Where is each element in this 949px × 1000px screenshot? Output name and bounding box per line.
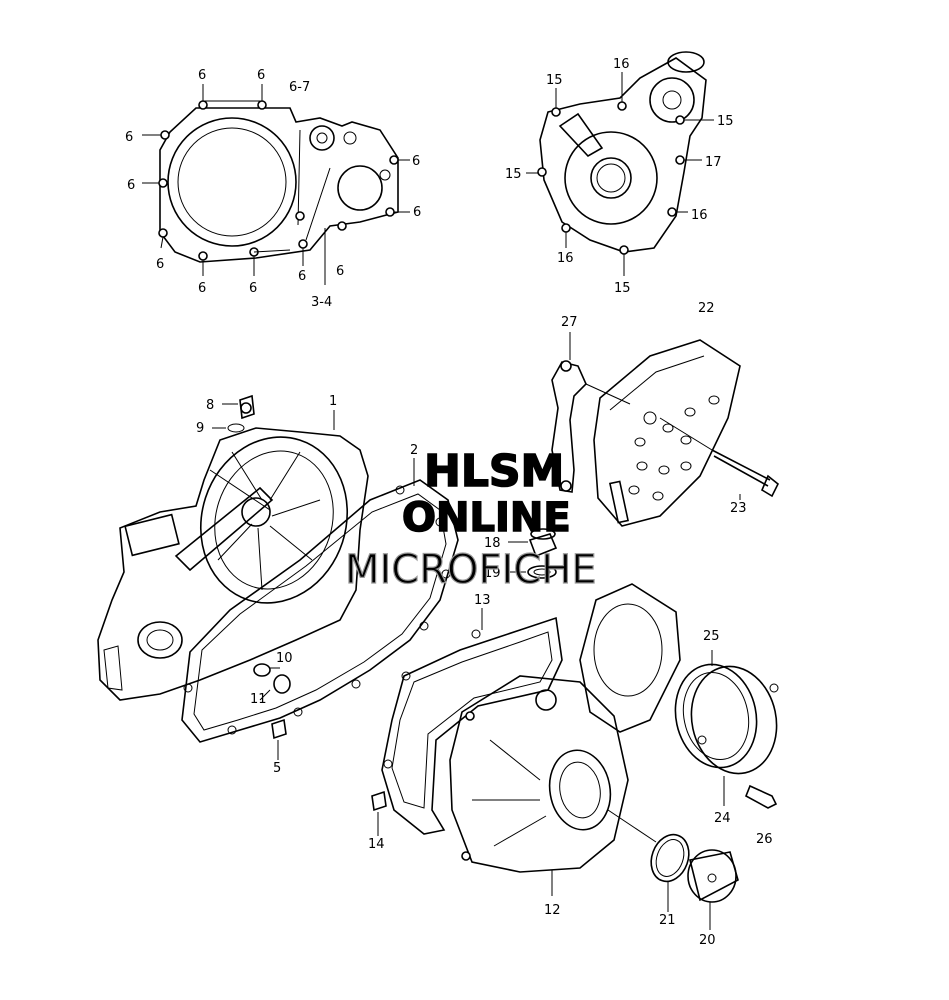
clutch-cover-part-1: 1 8 9 [97,394,369,701]
callout-24: 24 [714,811,731,826]
clutch-cover-layout: 6 6 6-7 6 6 6 6 6 6 6 6 6 3-4 [125,68,421,310]
callout-6g: 6 [156,257,164,272]
sprocket-cover-assembly: 22 27 23 [551,301,780,527]
callout-6h: 6 [298,269,306,284]
watermark: HLSM ONLINE MICROFICHE [344,445,597,593]
callout-6f: 6 [413,205,421,220]
callout-25: 25 [703,629,720,644]
callout-18: 18 [484,536,501,551]
cover-holes [628,395,720,501]
callout-2: 2 [410,443,418,458]
callout-9: 9 [196,421,204,436]
callout-3-4: 3-4 [311,295,332,310]
plug-and-oring: 18 19 [484,528,558,581]
bolt-holes [158,100,399,261]
callout-6b: 6 [257,68,265,83]
callout-8: 8 [206,398,214,413]
callout-10: 10 [276,651,293,666]
callout-20: 20 [699,933,716,948]
callout-6d: 6 [412,154,420,169]
callout-11: 11 [250,692,267,707]
callout-6-7: 6-7 [289,80,310,95]
bolt-holes [537,101,685,255]
callout-13: 13 [474,593,491,608]
watermark-line-1: HLSM [424,446,564,497]
gasket-holes [183,485,451,735]
magneto-cover-layout: 15 16 15 15 17 16 16 15 [505,51,734,296]
callout-6k: 6 [249,281,257,296]
callout-16b: 16 [691,208,708,223]
callout-6j: 6 [198,281,206,296]
magneto-cover-part-12: 12 [449,583,681,918]
callout-6c: 6 [125,130,133,145]
callout-27: 27 [561,315,578,330]
callout-15a: 15 [546,73,563,88]
callout-6a: 6 [198,68,206,83]
watermark-line-3: MICROFICHE [345,547,597,593]
inspection-cover: 25 24 26 [674,629,779,847]
callout-15c: 15 [505,167,522,182]
callout-15b: 15 [717,114,734,129]
callout-26: 26 [756,832,773,847]
callout-5: 5 [273,761,281,776]
callout-16a: 16 [613,57,630,72]
callout-1: 1 [329,394,337,409]
callout-6e: 6 [127,178,135,193]
callout-16c: 16 [557,251,574,266]
callout-15d: 15 [614,281,631,296]
callout-14: 14 [368,837,385,852]
callout-23: 23 [730,501,747,516]
callout-6i: 6 [336,264,344,279]
cap-and-oring: 21 20 [607,809,739,948]
gasket-part-13: 13 14 [368,593,563,852]
callout-22: 22 [698,301,715,316]
callout-17: 17 [705,155,722,170]
callout-12: 12 [544,903,561,918]
callout-21: 21 [659,913,676,928]
watermark-line-2: ONLINE [402,495,571,541]
callout-19: 19 [484,566,501,581]
gasket-part-2: 2 10 11 5 [181,443,459,776]
